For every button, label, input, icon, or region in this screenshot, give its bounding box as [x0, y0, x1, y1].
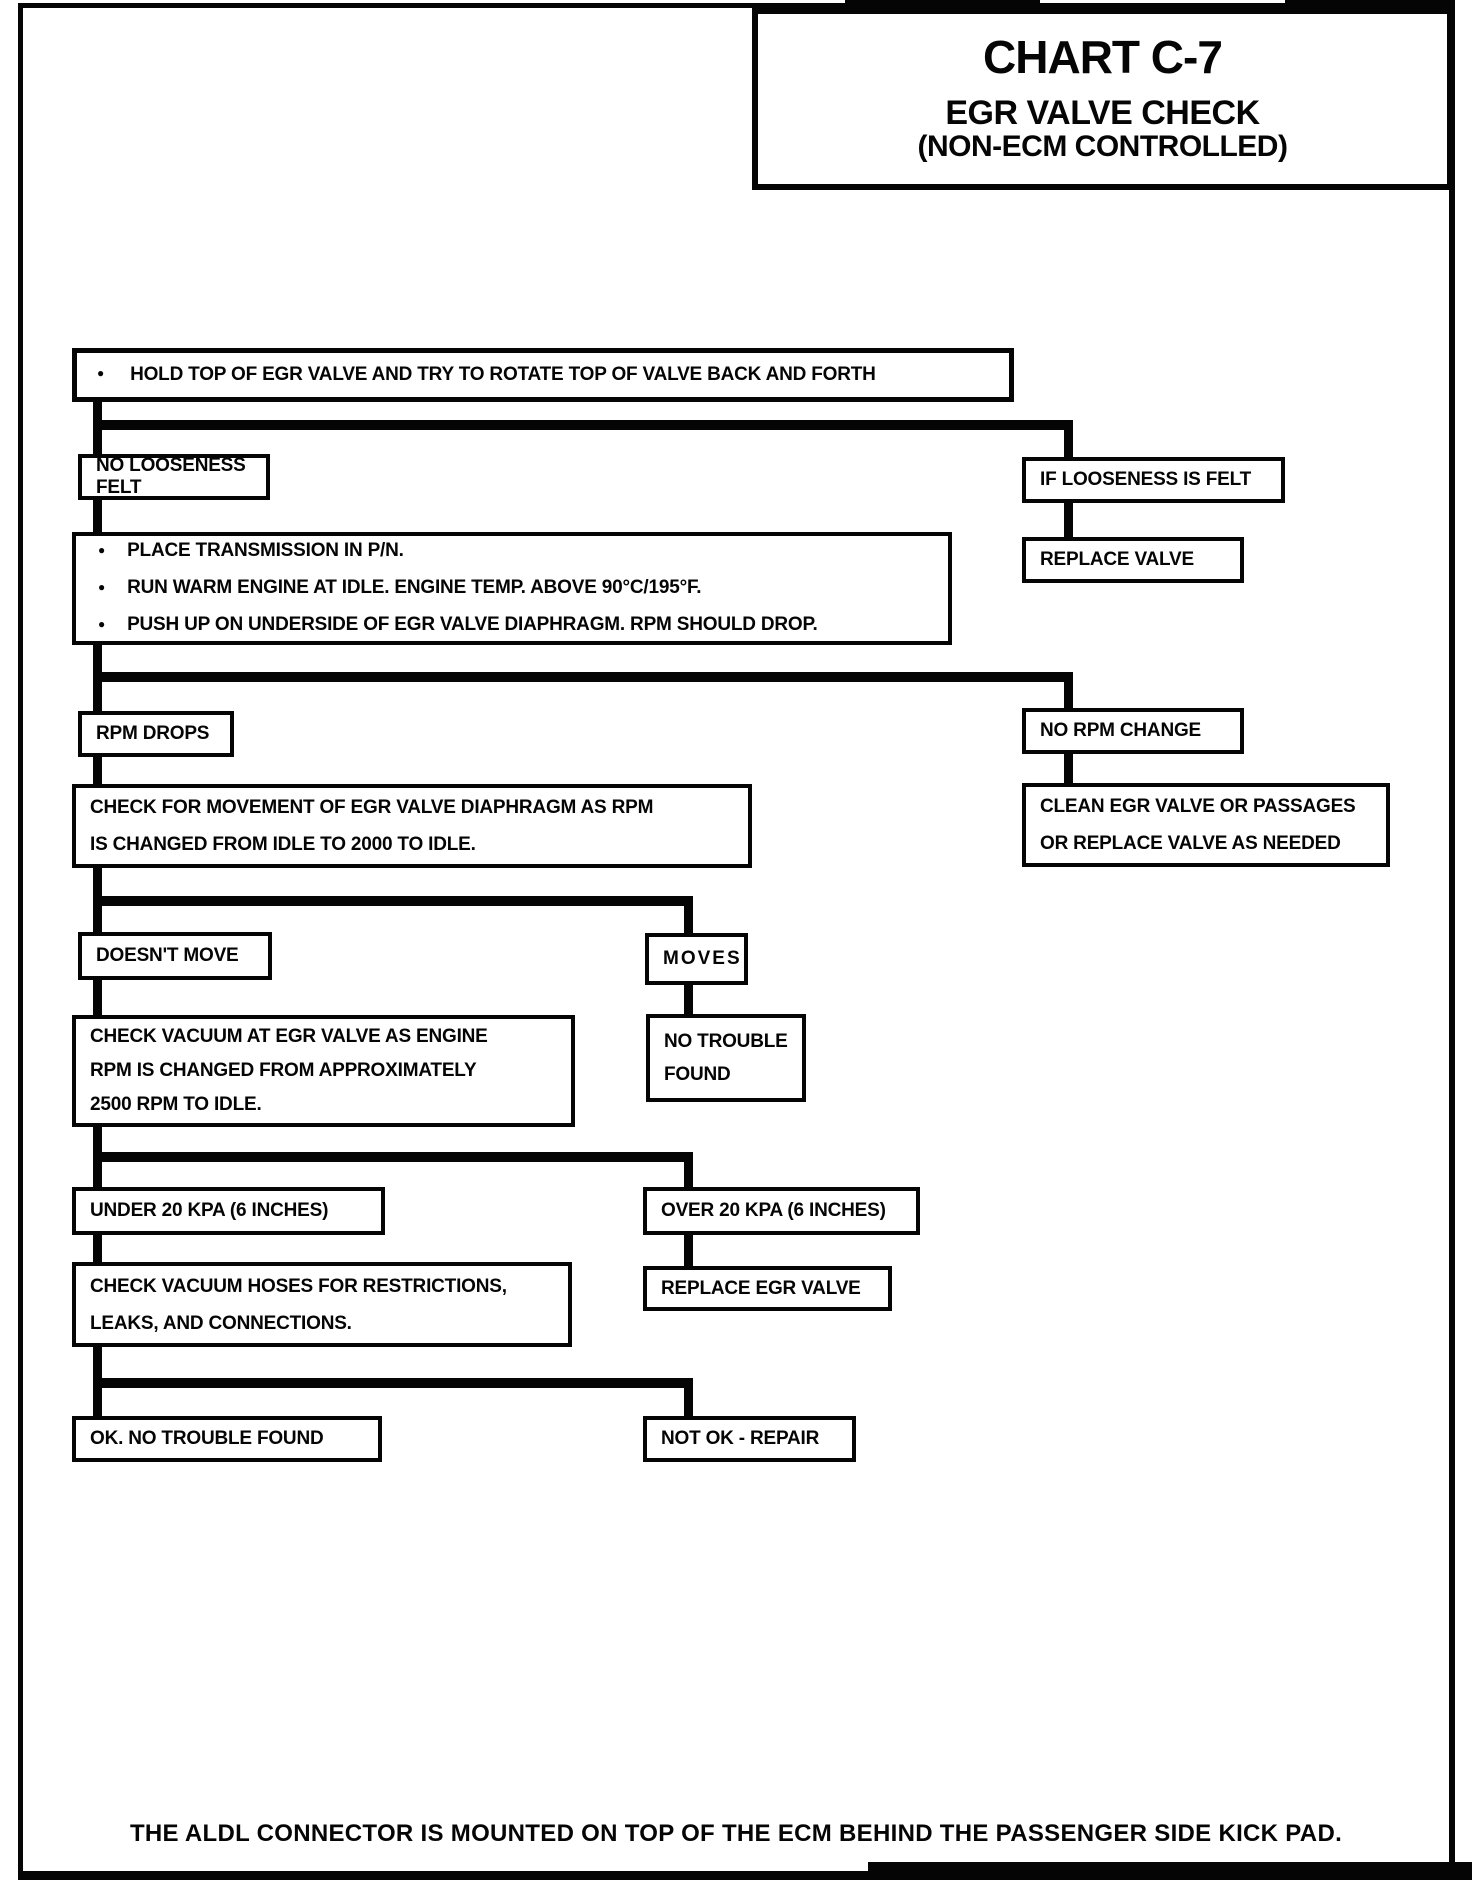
- flow-node-text: HOLD TOP OF EGR VALVE AND TRY TO ROTATE …: [130, 364, 876, 385]
- bullet-icon: ●: [98, 617, 106, 631]
- chart-subtitle: EGR VALVE CHECK: [945, 94, 1260, 132]
- chart-subtitle-2: (NON-ECM CONTROLLED): [917, 130, 1288, 163]
- page-border-bottom: [868, 1862, 1472, 1880]
- connector: [684, 896, 693, 936]
- flow-node-replace-egr-valve: REPLACE EGR VALVE: [643, 1266, 892, 1311]
- connector: [93, 978, 102, 1018]
- flow-node-text: PUSH UP ON UNDERSIDE OF EGR VALVE DIAPHR…: [127, 614, 818, 635]
- flow-node-text: CHECK FOR MOVEMENT OF EGR VALVE DIAPHRAG…: [90, 797, 654, 818]
- flow-node-text: DOESN'T MOVE: [96, 945, 239, 966]
- flow-node-text: CHECK VACUUM HOSES FOR RESTRICTIONS,: [90, 1275, 507, 1297]
- flow-node-doesnt-move: DOESN'T MOVE: [78, 932, 272, 980]
- flow-node-text: IS CHANGED FROM IDLE TO 2000 TO IDLE.: [90, 834, 476, 855]
- flow-node-text: REPLACE VALVE: [1040, 549, 1194, 570]
- connector: [93, 420, 1073, 430]
- flow-node-ok-no-trouble-found: OK. NO TROUBLE FOUND: [72, 1416, 382, 1462]
- flow-node-text: LEAKS, AND CONNECTIONS.: [90, 1312, 352, 1334]
- connector: [93, 498, 102, 536]
- chart-title: CHART C-7: [983, 31, 1223, 83]
- page-border-left: [18, 3, 23, 1877]
- flow-node-text: MOVES: [663, 948, 742, 969]
- flow-node-text: IF LOOSENESS IS FELT: [1040, 469, 1252, 490]
- page-border-right: [1449, 3, 1455, 1871]
- flow-node-text: FOUND: [664, 1064, 731, 1085]
- connector: [1064, 420, 1073, 460]
- bullet-icon: ●: [98, 543, 106, 557]
- bullet-icon: ●: [98, 580, 106, 594]
- connector: [93, 1233, 102, 1265]
- flow-node-text: NO RPM CHANGE: [1040, 720, 1202, 741]
- flow-node-text: RUN WARM ENGINE AT IDLE. ENGINE TEMP. AB…: [127, 577, 702, 598]
- connector: [1064, 501, 1073, 541]
- flow-node-text: NO TROUBLE: [664, 1031, 788, 1052]
- flow-node-text: OVER 20 KPA (6 INCHES): [661, 1200, 886, 1221]
- connector: [93, 896, 693, 906]
- flow-node-hold-top-of-egr-valve: ● HOLD TOP OF EGR VALVE AND TRY TO ROTAT…: [72, 348, 1014, 402]
- flow-node-check-vacuum-hoses: CHECK VACUUM HOSES FOR RESTRICTIONS, LEA…: [72, 1262, 572, 1347]
- flow-node-text: NOT OK - REPAIR: [661, 1428, 820, 1449]
- connector: [93, 1378, 693, 1388]
- flow-node-check-diaphragm-movement: CHECK FOR MOVEMENT OF EGR VALVE DIAPHRAG…: [72, 784, 752, 868]
- connector: [684, 983, 693, 1017]
- flow-node-under-20-kpa: UNDER 20 KPA (6 INCHES): [72, 1187, 385, 1235]
- flow-node-if-looseness-is-felt: IF LOOSENESS IS FELT: [1022, 457, 1285, 503]
- flow-node-text: RPM DROPS: [96, 723, 210, 744]
- flow-node-not-ok-repair: NOT OK - REPAIR: [643, 1416, 856, 1462]
- flow-node-check-vacuum-at-egr-valve: CHECK VACUUM AT EGR VALVE AS ENGINE RPM …: [72, 1015, 575, 1127]
- page-border-top: [18, 3, 1455, 8]
- connector: [93, 672, 1073, 682]
- flow-node-text: NO LOOSENESS FELT: [96, 455, 246, 498]
- flow-node-text: CLEAN EGR VALVE OR PASSAGES: [1040, 796, 1356, 817]
- flow-node-text: OK. NO TROUBLE FOUND: [90, 1428, 324, 1449]
- connector: [684, 1233, 693, 1269]
- flow-node-text: UNDER 20 KPA (6 INCHES): [90, 1200, 329, 1221]
- connector: [1064, 752, 1073, 786]
- flow-node-text: 2500 RPM TO IDLE.: [90, 1094, 262, 1115]
- flow-node-transmission-instructions: ● PLACE TRANSMISSION IN P/N. ● RUN WARM …: [72, 532, 952, 645]
- connector: [93, 755, 102, 787]
- flow-node-text: REPLACE EGR VALVE: [661, 1277, 861, 1299]
- page-border-bottom: [18, 1871, 868, 1880]
- flow-node-text: RPM IS CHANGED FROM APPROXIMATELY: [90, 1060, 477, 1081]
- flow-node-over-20-kpa: OVER 20 KPA (6 INCHES): [643, 1187, 920, 1235]
- footer-note: THE ALDL CONNECTOR IS MOUNTED ON TOP OF …: [129, 1820, 1343, 1847]
- page-border-top-smudge: [1285, 0, 1455, 9]
- flow-node-moves: MOVES: [645, 933, 748, 985]
- connector: [1064, 672, 1073, 712]
- flow-node-no-rpm-change: NO RPM CHANGE: [1022, 708, 1244, 754]
- flow-node-clean-egr-valve: CLEAN EGR VALVE OR PASSAGES OR REPLACE V…: [1022, 783, 1390, 867]
- connector: [93, 1152, 693, 1162]
- flow-node-text: PLACE TRANSMISSION IN P/N.: [127, 540, 404, 561]
- chart-title-box: CHART C-7 EGR VALVE CHECK (NON-ECM CONTR…: [752, 8, 1453, 190]
- flow-node-text: CHECK VACUUM AT EGR VALVE AS ENGINE: [90, 1026, 488, 1047]
- flow-node-text: OR REPLACE VALVE AS NEEDED: [1040, 833, 1341, 854]
- connector: [684, 1378, 693, 1418]
- flow-node-no-trouble-found: NO TROUBLE FOUND: [646, 1014, 806, 1102]
- bullet-icon: ●: [97, 366, 105, 380]
- connector: [684, 1152, 693, 1190]
- flow-node-no-looseness-felt: NO LOOSENESS FELT: [78, 454, 270, 500]
- flow-node-rpm-drops: RPM DROPS: [78, 711, 234, 757]
- flow-node-replace-valve: REPLACE VALVE: [1022, 537, 1244, 583]
